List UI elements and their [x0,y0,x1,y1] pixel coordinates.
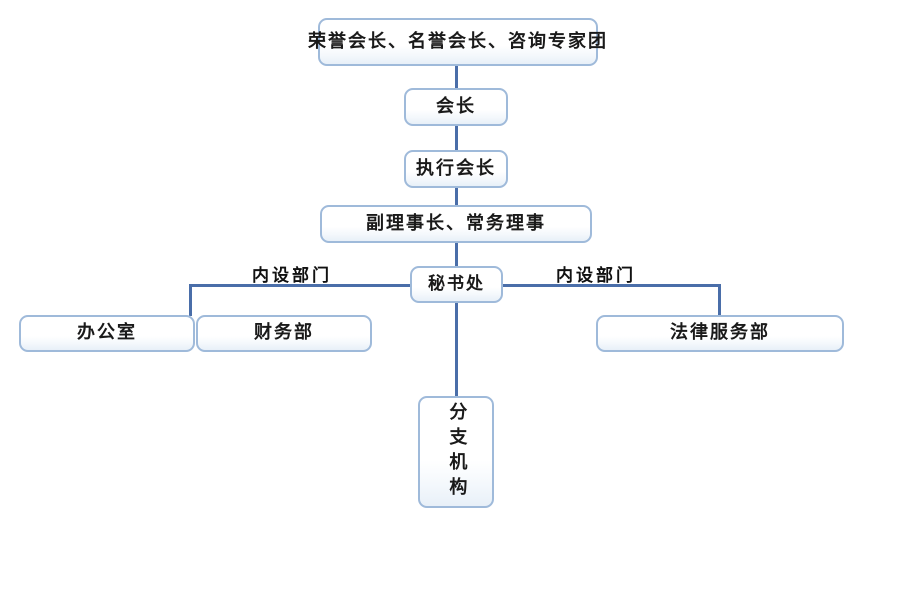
node-branch-organization-label: 分支机构 [446,402,468,502]
connector-left-bus-drop-finance [189,284,192,316]
node-vice-directors[interactable]: 副理事长、常务理事 [320,205,592,243]
connector-executive-to-vicedirectors [455,188,458,205]
edge-label-internal-dept-right: 内设部门 [556,266,636,286]
node-legal-service-department-label: 法律服务部 [670,322,770,344]
node-president-label: 会长 [436,95,476,117]
node-executive-president-label: 执行会长 [416,157,496,179]
node-office-label: 办公室 [77,322,137,344]
node-office[interactable]: 办公室 [19,315,195,352]
connector-honorary-to-president [455,65,458,90]
connector-right-bus-drop-legal [718,284,721,316]
node-legal-service-department[interactable]: 法律服务部 [596,315,844,352]
connector-president-to-executive [455,126,458,150]
node-honorary-president-label: 荣誉会长、名誉会长、咨询专家团 [308,30,608,52]
edge-label-internal-dept-left: 内设部门 [252,266,332,286]
node-secretariat[interactable]: 秘书处 [410,266,503,303]
node-honorary-president[interactable]: 荣誉会长、名誉会长、咨询专家团 [308,18,606,66]
node-branch-organization[interactable]: 分支机构 [418,396,494,508]
node-president[interactable]: 会长 [404,88,508,126]
node-vice-directors-label: 副理事长、常务理事 [366,212,546,234]
node-finance-department[interactable]: 财务部 [196,315,372,352]
node-secretariat-label: 秘书处 [428,273,485,294]
connector-secretariat-right-bus [499,284,721,287]
connector-secretariat-left-bus [189,284,414,287]
node-finance-department-label: 财务部 [254,322,314,344]
node-executive-president[interactable]: 执行会长 [404,150,508,188]
connector-secretariat-to-branchorg [455,301,458,396]
connector-vicedirectors-to-secretariat [455,241,458,268]
